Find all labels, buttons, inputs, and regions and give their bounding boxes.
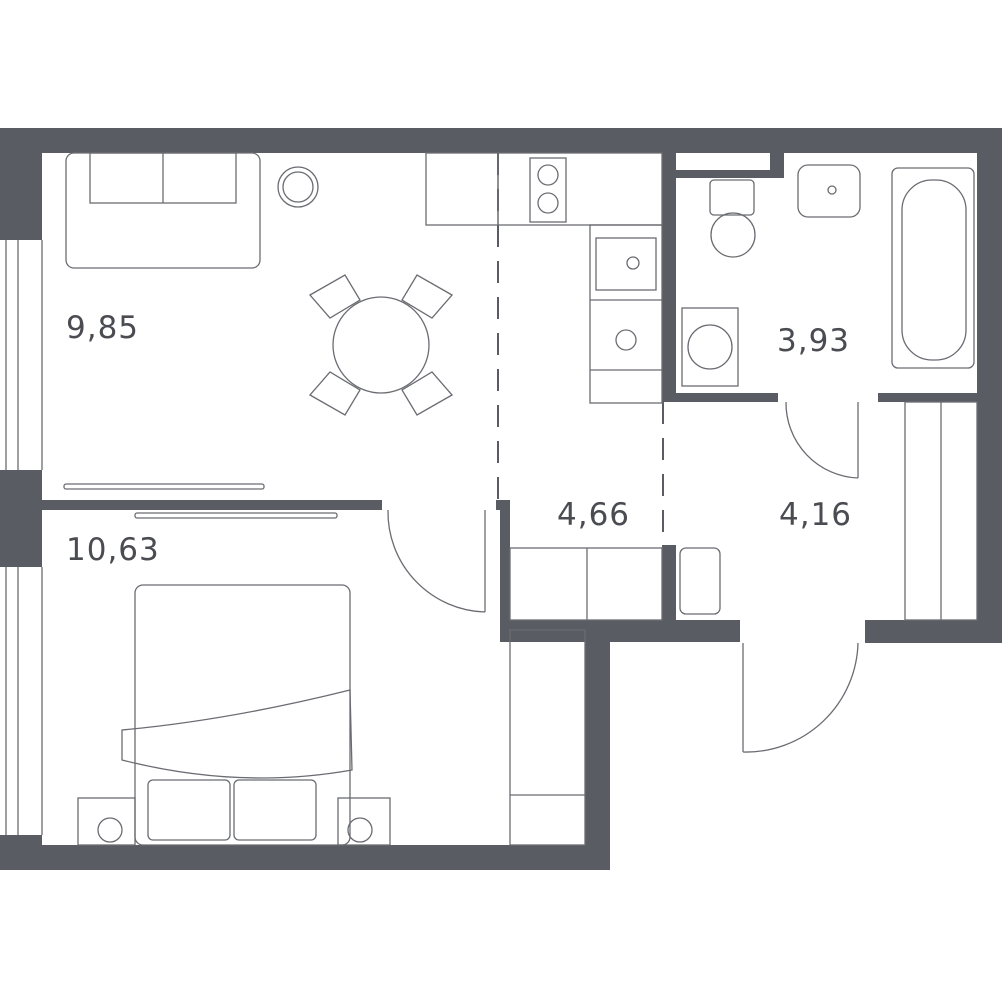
bathroom-fixtures xyxy=(681,164,975,387)
zone-dividers xyxy=(497,153,664,545)
room-area-bathroom: 3,93 xyxy=(777,323,851,359)
bed xyxy=(77,584,391,846)
room-area-living: 9,85 xyxy=(66,310,140,346)
side-table xyxy=(277,166,319,208)
kitchen xyxy=(425,152,663,404)
windows xyxy=(5,240,43,835)
room-area-hallway: 4,66 xyxy=(557,497,631,533)
room-area-bedroom: 10,63 xyxy=(66,532,160,568)
walls xyxy=(0,128,1002,870)
wardrobes xyxy=(509,401,978,846)
tv-units xyxy=(63,483,338,519)
dining-table xyxy=(308,274,454,416)
room-area-entrance: 4,16 xyxy=(779,497,853,533)
doors xyxy=(387,401,859,753)
sofa xyxy=(65,152,261,269)
